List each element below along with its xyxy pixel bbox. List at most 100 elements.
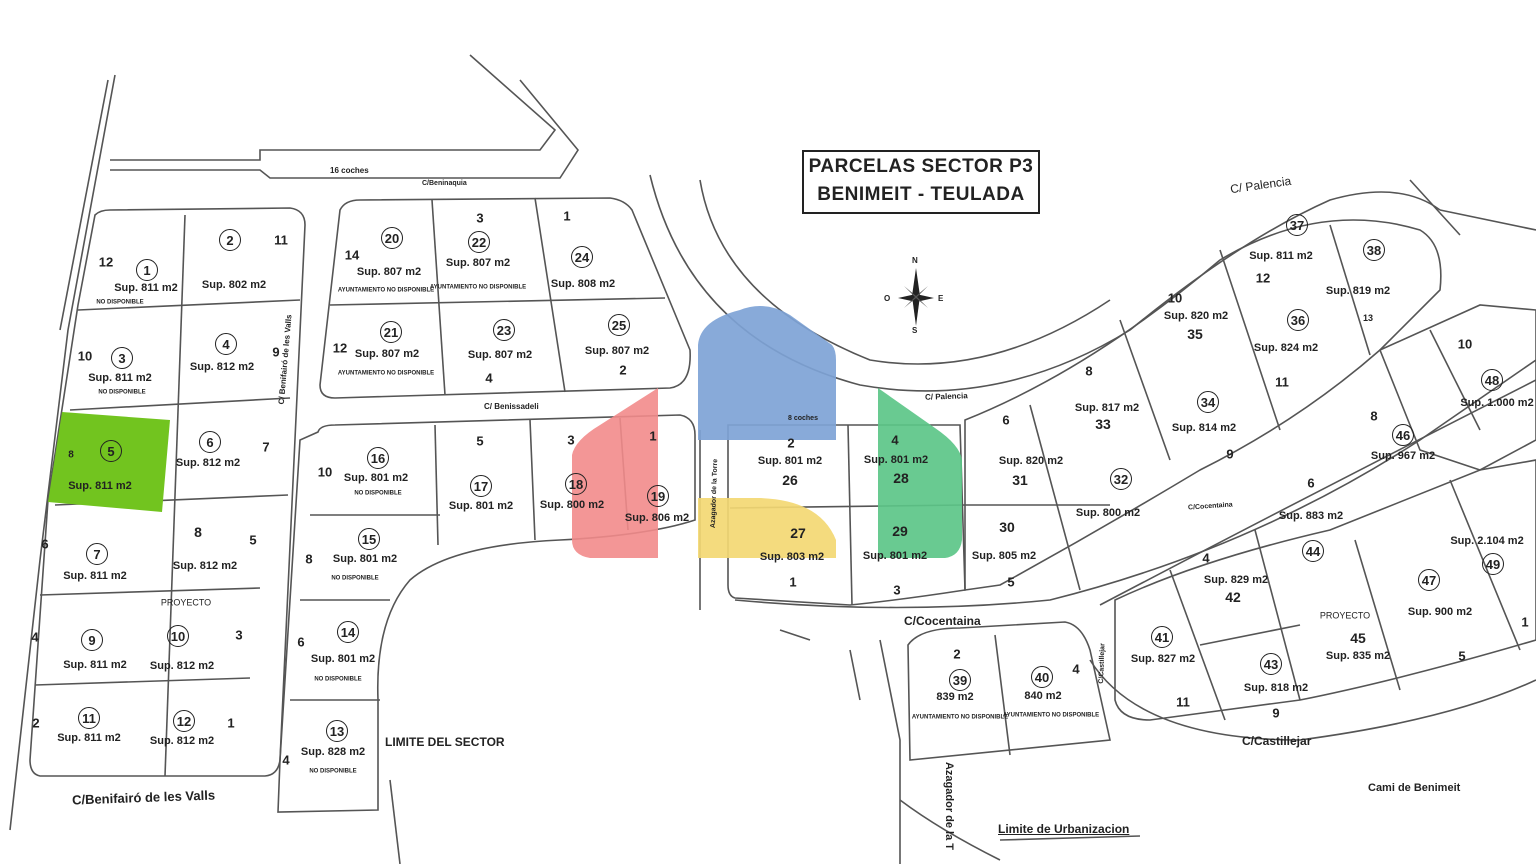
plot-number-1[interactable]: 1	[136, 259, 158, 281]
plot-number-4[interactable]: 4	[215, 333, 237, 355]
road-top-right	[1409, 179, 1461, 236]
plot-note-16: NO DISPONIBLE	[354, 490, 402, 497]
plot-number-8[interactable]: 8	[194, 524, 202, 540]
plot-note-39: AYUNTAMIENTO NO DISPONIBLE	[911, 714, 1009, 721]
road-label-beninaquia: C/Beninaquia	[422, 180, 467, 187]
plot-number-36[interactable]: 36	[1287, 309, 1309, 331]
edge-number: 6	[1307, 475, 1315, 491]
plot-area-6: Sup. 812 m2	[175, 457, 241, 469]
plot-number-20[interactable]: 20	[381, 227, 403, 249]
plot-number-21[interactable]: 21	[380, 321, 402, 343]
plot-number-44[interactable]: 44	[1302, 540, 1324, 562]
plot-number-40[interactable]: 40	[1031, 666, 1053, 688]
plot-number-38[interactable]: 38	[1363, 239, 1385, 261]
plot-number-19[interactable]: 19	[647, 485, 669, 507]
edge-number: 5	[476, 433, 484, 449]
plot-number-45[interactable]: 45	[1350, 630, 1366, 646]
plot-number-26[interactable]: 26	[782, 472, 798, 488]
plot-number-24[interactable]: 24	[571, 246, 593, 268]
plot-number-13[interactable]: 13	[326, 720, 348, 742]
block-e-divider	[1029, 404, 1081, 591]
plot-number-28[interactable]: 28	[893, 470, 909, 486]
plot-number-32[interactable]: 32	[1110, 468, 1132, 490]
plot-area-13: Sup. 828 m2	[300, 746, 366, 758]
plot-area-32: Sup. 800 m2	[1075, 507, 1141, 519]
plot-area-48: Sup. 1.000 m2	[1460, 397, 1534, 409]
plot-number-3[interactable]: 3	[111, 347, 133, 369]
plot-number-42[interactable]: 42	[1225, 589, 1241, 605]
plot-number-49[interactable]: 49	[1482, 553, 1504, 575]
plot-area-30: Sup. 805 m2	[971, 550, 1037, 562]
plot-number-43[interactable]: 43	[1260, 653, 1282, 675]
edge-number: 11	[1176, 694, 1190, 710]
plot-number-23[interactable]: 23	[493, 319, 515, 341]
plot-area-8: Sup. 812 m2	[172, 560, 238, 572]
plot-number-6[interactable]: 6	[199, 431, 221, 453]
edge-number: 4	[282, 752, 290, 768]
plot-number-46[interactable]: 46	[1392, 424, 1414, 446]
edge-number: 12	[1255, 270, 1271, 286]
plot-number-15[interactable]: 15	[358, 528, 380, 550]
plot-number-37[interactable]: 37	[1286, 214, 1308, 236]
plot-number-14[interactable]: 14	[337, 621, 359, 643]
plot-number-9[interactable]: 9	[81, 629, 103, 651]
plot-note-22: AYUNTAMIENTO NO DISPONIBLE	[429, 284, 527, 291]
plot-number-12[interactable]: 12	[173, 710, 195, 732]
parking-inner	[110, 79, 579, 179]
plot-number-47[interactable]: 47	[1418, 569, 1440, 591]
plot-number-11[interactable]: 11	[78, 707, 100, 729]
logo-red-shape	[572, 388, 658, 558]
edge-number: 13	[1362, 313, 1374, 323]
plot-number-5[interactable]: 5	[100, 440, 122, 462]
plot-note-45: PROYECTO	[1319, 610, 1371, 621]
plot-area-5: Sup. 811 m2	[68, 480, 132, 492]
plot-number-10[interactable]: 10	[167, 625, 189, 647]
plot-number-7[interactable]: 7	[86, 543, 108, 565]
label-limite-sector: LIMITE DEL SECTOR	[385, 735, 505, 749]
compass-star-icon	[898, 268, 934, 326]
edge-number: 1	[1521, 614, 1529, 630]
plot-number-33[interactable]: 33	[1095, 416, 1111, 432]
plot-number-41[interactable]: 41	[1151, 626, 1173, 648]
plot-area-10: Sup. 812 m2	[149, 660, 215, 672]
plot-area-47: Sup. 900 m2	[1407, 606, 1473, 618]
plot-area-20: Sup. 807 m2	[356, 266, 422, 278]
edge-number: 9	[1226, 446, 1234, 462]
plot-number-29[interactable]: 29	[892, 523, 908, 539]
plot-area-35: Sup. 820 m2	[1163, 310, 1229, 322]
plot-area-24: Sup. 808 m2	[550, 278, 616, 290]
plot-number-18[interactable]: 18	[565, 473, 587, 495]
plot-number-22[interactable]: 22	[468, 231, 490, 253]
road-lower	[879, 639, 901, 864]
lower-c-road	[389, 779, 401, 864]
edge-number: 12	[332, 340, 348, 356]
block-e-divider	[1219, 249, 1281, 431]
plot-area-36: Sup. 824 m2	[1253, 342, 1319, 354]
plot-number-35[interactable]: 35	[1187, 326, 1203, 342]
limite-line	[999, 835, 1141, 841]
edge-number: 5	[1458, 648, 1466, 664]
edge-number: 4	[31, 629, 39, 645]
plot-number-25[interactable]: 25	[608, 314, 630, 336]
edge-number: 4	[485, 370, 493, 386]
plot-number-48[interactable]: 48	[1481, 369, 1503, 391]
plot-number-27[interactable]: 27	[790, 525, 806, 541]
edge-number: 6	[297, 634, 305, 650]
block-c-outline	[277, 414, 696, 813]
edge-number: 6	[41, 536, 49, 552]
plot-number-30[interactable]: 30	[999, 519, 1015, 535]
plot-area-44: Sup. 883 m2	[1278, 510, 1344, 522]
plot-number-16[interactable]: 16	[367, 447, 389, 469]
parking-outline	[110, 54, 557, 161]
block-a-divider	[34, 677, 251, 686]
edge-number: 10	[1167, 290, 1183, 306]
block-e-divider	[1119, 319, 1171, 461]
plot-number-2[interactable]: 2	[219, 229, 241, 251]
edge-number: 1	[227, 715, 235, 731]
plot-number-34[interactable]: 34	[1197, 391, 1219, 413]
plot-area-7: Sup. 811 m2	[63, 570, 127, 582]
plot-number-17[interactable]: 17	[470, 475, 492, 497]
plot-number-31[interactable]: 31	[1012, 472, 1028, 488]
road-label-cami: Cami de Benimeit	[1368, 782, 1461, 794]
plot-number-39[interactable]: 39	[949, 669, 971, 691]
